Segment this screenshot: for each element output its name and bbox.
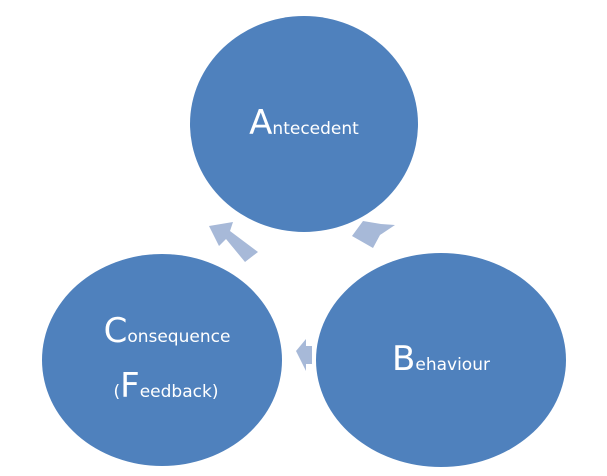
feedback-rest: eedback) bbox=[140, 382, 219, 402]
feedback-open-paren: ( bbox=[114, 382, 121, 402]
feedback-label: (Feedback) bbox=[114, 366, 219, 406]
arrow-consequence-to-antecedent bbox=[209, 222, 258, 262]
consequence-label: Consequence bbox=[104, 311, 231, 351]
antecedent-initial: A bbox=[249, 103, 272, 143]
behaviour-label: Behaviour bbox=[392, 339, 490, 379]
antecedent-label: Antecedent bbox=[249, 103, 359, 143]
behaviour-circle bbox=[316, 253, 566, 467]
behaviour-rest: ehaviour bbox=[415, 355, 490, 375]
behaviour-initial: B bbox=[392, 339, 415, 379]
arrow-antecedent-to-behaviour bbox=[352, 221, 395, 248]
antecedent-circle bbox=[190, 16, 418, 232]
feedback-initial: F bbox=[120, 366, 140, 406]
antecedent-rest: ntecedent bbox=[272, 119, 359, 139]
consequence-rest: onsequence bbox=[127, 327, 230, 347]
consequence-circle bbox=[42, 254, 282, 466]
consequence-initial: C bbox=[104, 311, 128, 351]
arrow-behaviour-to-consequence bbox=[296, 339, 312, 371]
